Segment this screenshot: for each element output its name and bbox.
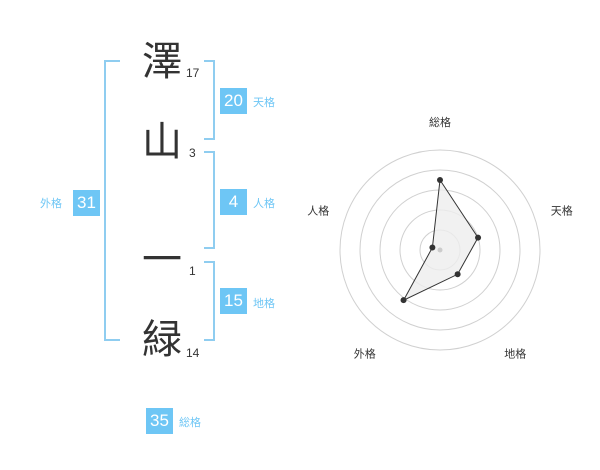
stroke-count-4: 14 <box>186 346 200 360</box>
radar-axis-label-2: 天格 <box>551 203 573 217</box>
soukaku-score: 35 <box>146 408 173 434</box>
radar-point-5 <box>429 244 436 251</box>
gaikaku-score: 31 <box>73 190 100 216</box>
radar-axis-label-3: 地格 <box>504 347 526 361</box>
tenkaku-label: 天格 <box>253 96 275 109</box>
radar-point-4 <box>400 297 407 304</box>
jinkaku-bracket <box>204 151 215 249</box>
stroke-count-1: 17 <box>186 66 200 80</box>
name-char-3: 一 <box>142 237 182 283</box>
radar-ring-5 <box>339 149 541 351</box>
chikaku-bracket <box>204 261 215 341</box>
jinkaku-label: 人格 <box>253 197 275 210</box>
radar-point-3 <box>454 271 461 278</box>
radar-axis-label-4: 外格 <box>354 347 376 361</box>
tenkaku-bracket <box>204 60 215 140</box>
gaikaku-bracket <box>104 60 120 341</box>
gaikaku-label: 外格 <box>40 197 62 210</box>
radar-ring-4 <box>359 169 521 331</box>
soukaku-label: 総格 <box>179 416 201 429</box>
radar-axis-label-5: 人格 <box>307 203 329 217</box>
radar-point-1 <box>437 177 443 183</box>
radar-area <box>402 178 479 302</box>
name-char-4: 緑 <box>142 317 182 363</box>
name-char-1: 澤 <box>142 39 182 85</box>
radar-point-2 <box>475 234 482 241</box>
radar-axis-label-1: 総格 <box>429 115 451 129</box>
tenkaku-score: 20 <box>220 88 247 114</box>
radar-center <box>437 247 443 253</box>
jinkaku-score: 4 <box>220 189 247 215</box>
chikaku-score: 15 <box>220 288 247 314</box>
chikaku-label: 地格 <box>253 297 275 310</box>
name-char-2: 山 <box>142 119 182 165</box>
stroke-count-2: 3 <box>189 146 196 160</box>
stroke-count-3: 1 <box>189 264 196 278</box>
